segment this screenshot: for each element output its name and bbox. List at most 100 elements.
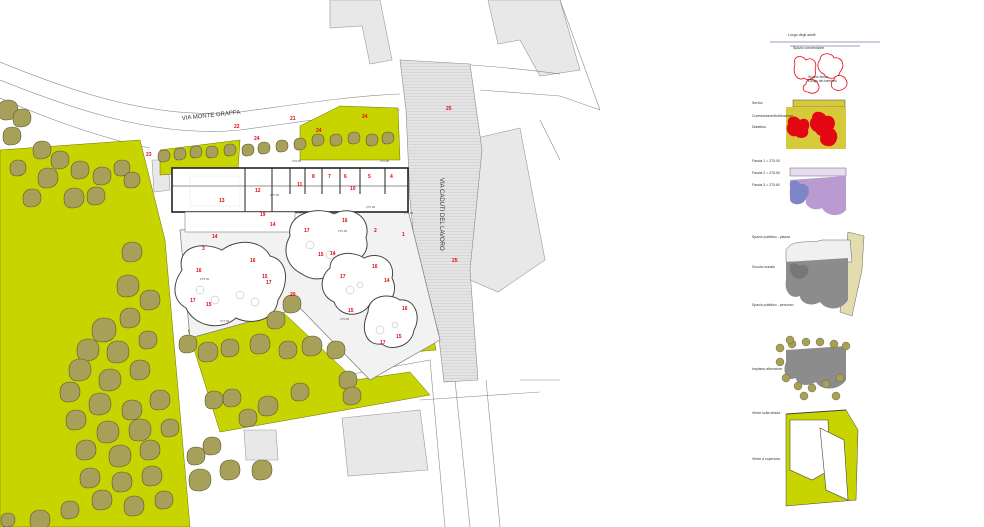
room-number: 25 (446, 106, 452, 112)
tree (381, 131, 395, 145)
legend-label: Didattica (752, 125, 766, 129)
legend-tree (815, 337, 825, 347)
legend-tree (781, 373, 791, 383)
legend-levels (789, 167, 847, 216)
legend-label: Verde sulla strada (752, 411, 780, 415)
tree (106, 340, 130, 364)
legend-label: Spazio pubblico - piazza (752, 235, 790, 239)
elevation-label: 275.00 (270, 193, 280, 197)
tree (257, 395, 279, 417)
room-number: 16 (342, 218, 348, 224)
room-number: 17 (190, 298, 196, 304)
tree (9, 159, 27, 177)
legend-label: Luogo dei bambini (808, 79, 837, 83)
legend-green-roofs (785, 409, 859, 507)
classroom-furniture (195, 240, 399, 335)
elevation-label: 274.60 (404, 211, 414, 215)
tree (197, 341, 219, 363)
tree (91, 317, 117, 343)
tree (238, 408, 258, 428)
legend-label: Connessione/distribuzione (752, 114, 793, 118)
room-number: 10 (350, 186, 356, 192)
room-number: 15 (262, 274, 268, 280)
room-number: 5 (368, 174, 371, 180)
legend-tree (835, 373, 845, 383)
tree (205, 145, 219, 159)
legend-tree (801, 337, 811, 347)
tree (342, 386, 362, 406)
tree (326, 340, 346, 360)
tree (91, 489, 113, 511)
elevation-label: 275.00 (366, 205, 376, 209)
tree (129, 359, 151, 381)
classroom-clusters (174, 210, 418, 348)
tree (251, 459, 273, 481)
room-number: 25 (452, 258, 458, 264)
tree (113, 159, 131, 177)
room-number: 16 (196, 268, 202, 274)
tree (12, 108, 32, 128)
tree (220, 338, 240, 358)
tree (173, 147, 187, 161)
legend-label: Spazio connessione (793, 46, 824, 50)
room-number: 14 (384, 278, 390, 284)
tree (79, 467, 101, 489)
room-number: 16 (402, 306, 408, 312)
room-number: 21 (290, 116, 296, 122)
room-number: 15 (206, 302, 212, 308)
room-number: 15 (396, 334, 402, 340)
legend-tree (821, 379, 831, 389)
room-number: 13 (219, 198, 225, 204)
tree (123, 495, 145, 517)
room-number: 2 (374, 228, 377, 234)
tree (32, 140, 52, 160)
tree (50, 150, 70, 170)
room-number: 6 (344, 174, 347, 180)
room-number: 14 (330, 251, 336, 257)
room-number: 22 (234, 124, 240, 130)
room-number: 16 (372, 264, 378, 270)
legend-label: Scuola murata (752, 265, 775, 269)
tree (249, 333, 271, 355)
room-number: 3 (202, 246, 205, 252)
elevation-label: 275.50 (340, 317, 350, 321)
tree (88, 392, 112, 416)
street-label-caduti: VIA CADUTI DEL LAVORO (438, 178, 444, 251)
legend-public-space (785, 231, 865, 317)
tree (0, 512, 16, 527)
tree (108, 444, 132, 468)
tree (275, 139, 289, 153)
tree (119, 307, 141, 329)
tree (222, 388, 242, 408)
room-number: 15 (348, 308, 354, 314)
elevation-label: 274.60 (220, 319, 230, 323)
tree (202, 436, 222, 456)
room-number: 20 (290, 292, 296, 298)
tree (241, 143, 255, 157)
room-number: 17 (340, 274, 346, 280)
tree (121, 241, 143, 263)
legend-tree (775, 357, 785, 367)
tree (347, 131, 361, 145)
tree (293, 137, 307, 151)
tree (68, 358, 92, 382)
tree (278, 340, 298, 360)
tree (204, 390, 224, 410)
legend-tree (799, 391, 809, 401)
room-number: 23 (146, 152, 152, 158)
tree (37, 167, 59, 189)
tree (266, 310, 286, 330)
tree (60, 500, 80, 520)
tree (128, 418, 152, 442)
tree (178, 334, 198, 354)
tree (76, 338, 100, 362)
elevation-label: 276.80 (380, 159, 390, 163)
room-number: 17 (380, 340, 386, 346)
legend-tree (785, 335, 795, 345)
tree (65, 409, 87, 431)
room-number: 16 (250, 258, 256, 264)
room-number: 24 (362, 114, 368, 120)
tree (157, 149, 171, 163)
elevation-label: 276.80 (292, 159, 302, 163)
